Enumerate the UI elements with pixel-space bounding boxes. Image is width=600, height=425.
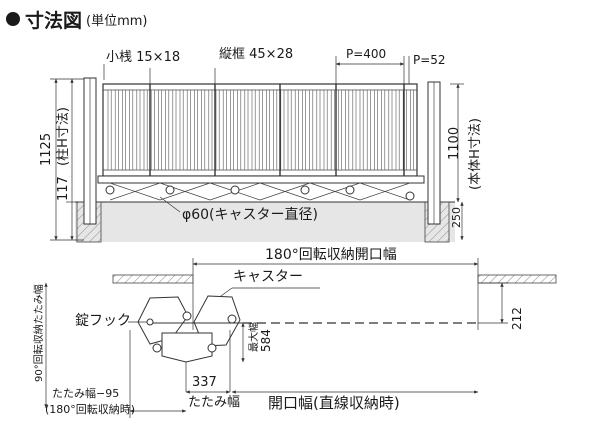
slat <box>266 89 270 171</box>
slat <box>309 89 314 171</box>
slat <box>186 89 191 171</box>
lock-hook-label: 錠フック <box>75 313 131 329</box>
slat <box>114 89 119 171</box>
foundation-value: 250 <box>450 207 463 228</box>
height-gap-value: 117 <box>56 176 71 201</box>
slat <box>345 89 350 171</box>
wall-right <box>477 274 557 284</box>
offset-right-value: 212 <box>510 307 524 330</box>
wall-left <box>112 274 194 284</box>
ground-band <box>75 202 455 242</box>
rotate-opening-label: 180°回転収納開口幅 <box>265 247 397 263</box>
slat <box>179 89 184 171</box>
pitch-large-label: P=400 <box>346 47 386 61</box>
rail-label: 小桟 15×18 <box>106 50 180 65</box>
slat <box>302 89 306 171</box>
slat <box>395 89 400 171</box>
slat <box>258 89 263 171</box>
vertical-slats <box>107 84 414 176</box>
slat <box>359 89 364 171</box>
slat <box>136 89 141 171</box>
height-post-value: 1125 <box>39 133 54 166</box>
slat <box>294 89 299 171</box>
height-body-value: 1100 <box>447 127 462 160</box>
slat <box>143 89 148 171</box>
slat <box>374 89 378 171</box>
slat <box>244 89 249 171</box>
folded-gate <box>137 295 241 363</box>
fold-width-label: たたみ幅 <box>188 395 240 410</box>
slat <box>402 89 407 171</box>
slat <box>129 89 134 171</box>
slat <box>366 89 371 171</box>
fold-minus-label: たたみ幅−95 <box>52 387 119 400</box>
title-bullet-icon <box>6 12 20 26</box>
slat <box>352 89 357 171</box>
slat <box>237 89 242 171</box>
caster-label: キャスター <box>233 269 303 285</box>
fold-value: 337 <box>192 375 217 390</box>
slat <box>194 89 198 171</box>
slat <box>201 89 206 171</box>
slat <box>165 89 170 171</box>
slat <box>222 89 227 171</box>
caster-plan-icons <box>152 311 237 353</box>
page-title: 寸法図 <box>25 9 82 32</box>
slat <box>330 89 335 171</box>
stile-label: 縦框 45×28 <box>219 47 293 62</box>
slat <box>287 89 292 171</box>
slat <box>158 89 162 171</box>
slat <box>338 89 342 171</box>
slat <box>215 89 220 171</box>
slat <box>381 89 386 171</box>
slat <box>410 89 414 171</box>
bottom-rail <box>97 175 425 184</box>
slat <box>172 89 177 171</box>
caster-icons <box>105 185 415 201</box>
slat <box>388 89 393 171</box>
slat <box>316 89 321 171</box>
height-post-note: (柱H寸法) <box>56 107 71 166</box>
x-links <box>109 182 411 201</box>
slat <box>280 89 285 171</box>
fold-minus-note: (180°回転収納時) <box>45 403 135 416</box>
height-body-note: (本体H寸法) <box>468 118 483 190</box>
slat <box>323 89 328 171</box>
lock-hook-icon <box>146 318 154 326</box>
slat <box>122 89 126 171</box>
slat <box>208 89 213 171</box>
slat <box>150 89 155 171</box>
slat <box>107 89 112 171</box>
elevation-view: 小桟 15×18 縦框 45×28 P=400 P=52 1125 117 (柱… <box>39 47 483 243</box>
slat <box>273 89 278 171</box>
max-width-value: 584 <box>259 329 273 352</box>
pitch-small-label: P=52 <box>413 53 446 67</box>
left-vertical-label: 90°回転収納たたみ幅 <box>32 284 45 382</box>
max-width-label: 最大幅 <box>247 322 260 352</box>
opening-straight-label: 開口幅(直線収納時) <box>268 394 400 412</box>
slat <box>251 89 256 171</box>
slat <box>230 89 234 171</box>
plan-view: 180°回転収納開口幅 キャスター 212 錠フック <box>32 247 557 418</box>
unit-label: (単位mm) <box>86 13 147 29</box>
caster-diameter-label: φ60(キャスター直径) <box>182 206 318 223</box>
